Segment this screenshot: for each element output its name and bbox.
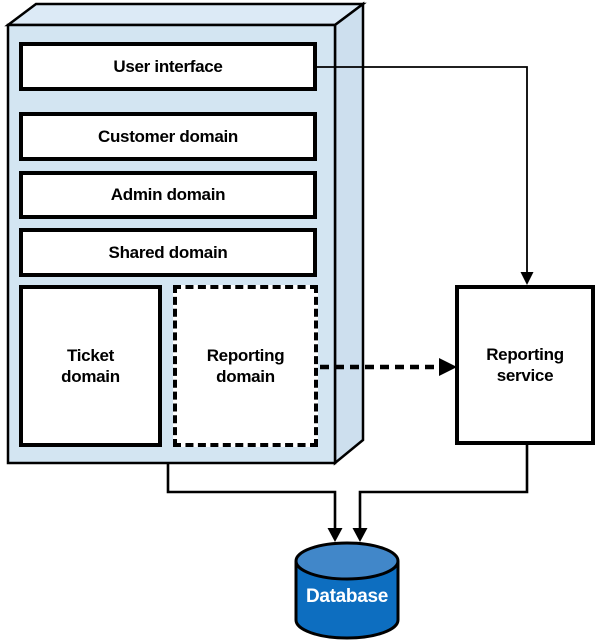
connector-monolith-to-db [166,463,337,529]
layer-user-interface: User interface [19,42,317,91]
layer-user-interface-label: User interface [113,56,223,76]
database-cylinder-body [294,561,400,640]
module-ticket-domain: Ticket domain [19,285,162,447]
module-reporting-domain-label: Reporting domain [206,345,285,386]
reporting-service-box: Reporting service [455,285,595,445]
reporting-service-label: Reporting service [486,344,564,385]
arrowhead-service-to-db [352,528,368,542]
module-ticket-domain-label: Ticket domain [61,345,120,386]
layer-admin-domain: Admin domain [19,171,317,219]
layer-shared-domain: Shared domain [19,228,317,277]
connector-service-to-db [358,445,529,529]
arrowhead-reporting-domain-to-service [439,358,457,376]
connector-ui-to-service [317,66,528,274]
layer-customer-domain: Customer domain [19,112,317,161]
module-reporting-domain: Reporting domain [173,285,318,447]
layer-admin-domain-label: Admin domain [110,185,226,204]
monolith-side-face [333,1,365,466]
monolith-top-face [4,2,367,27]
arrowhead-ui-to-service [520,272,534,285]
arrowhead-monolith-to-db [327,528,343,542]
database-cylinder-top [294,541,400,581]
database-label: Database [305,586,389,607]
layer-customer-domain-label: Customer domain [97,126,239,146]
layer-shared-domain-label: Shared domain [108,242,228,262]
